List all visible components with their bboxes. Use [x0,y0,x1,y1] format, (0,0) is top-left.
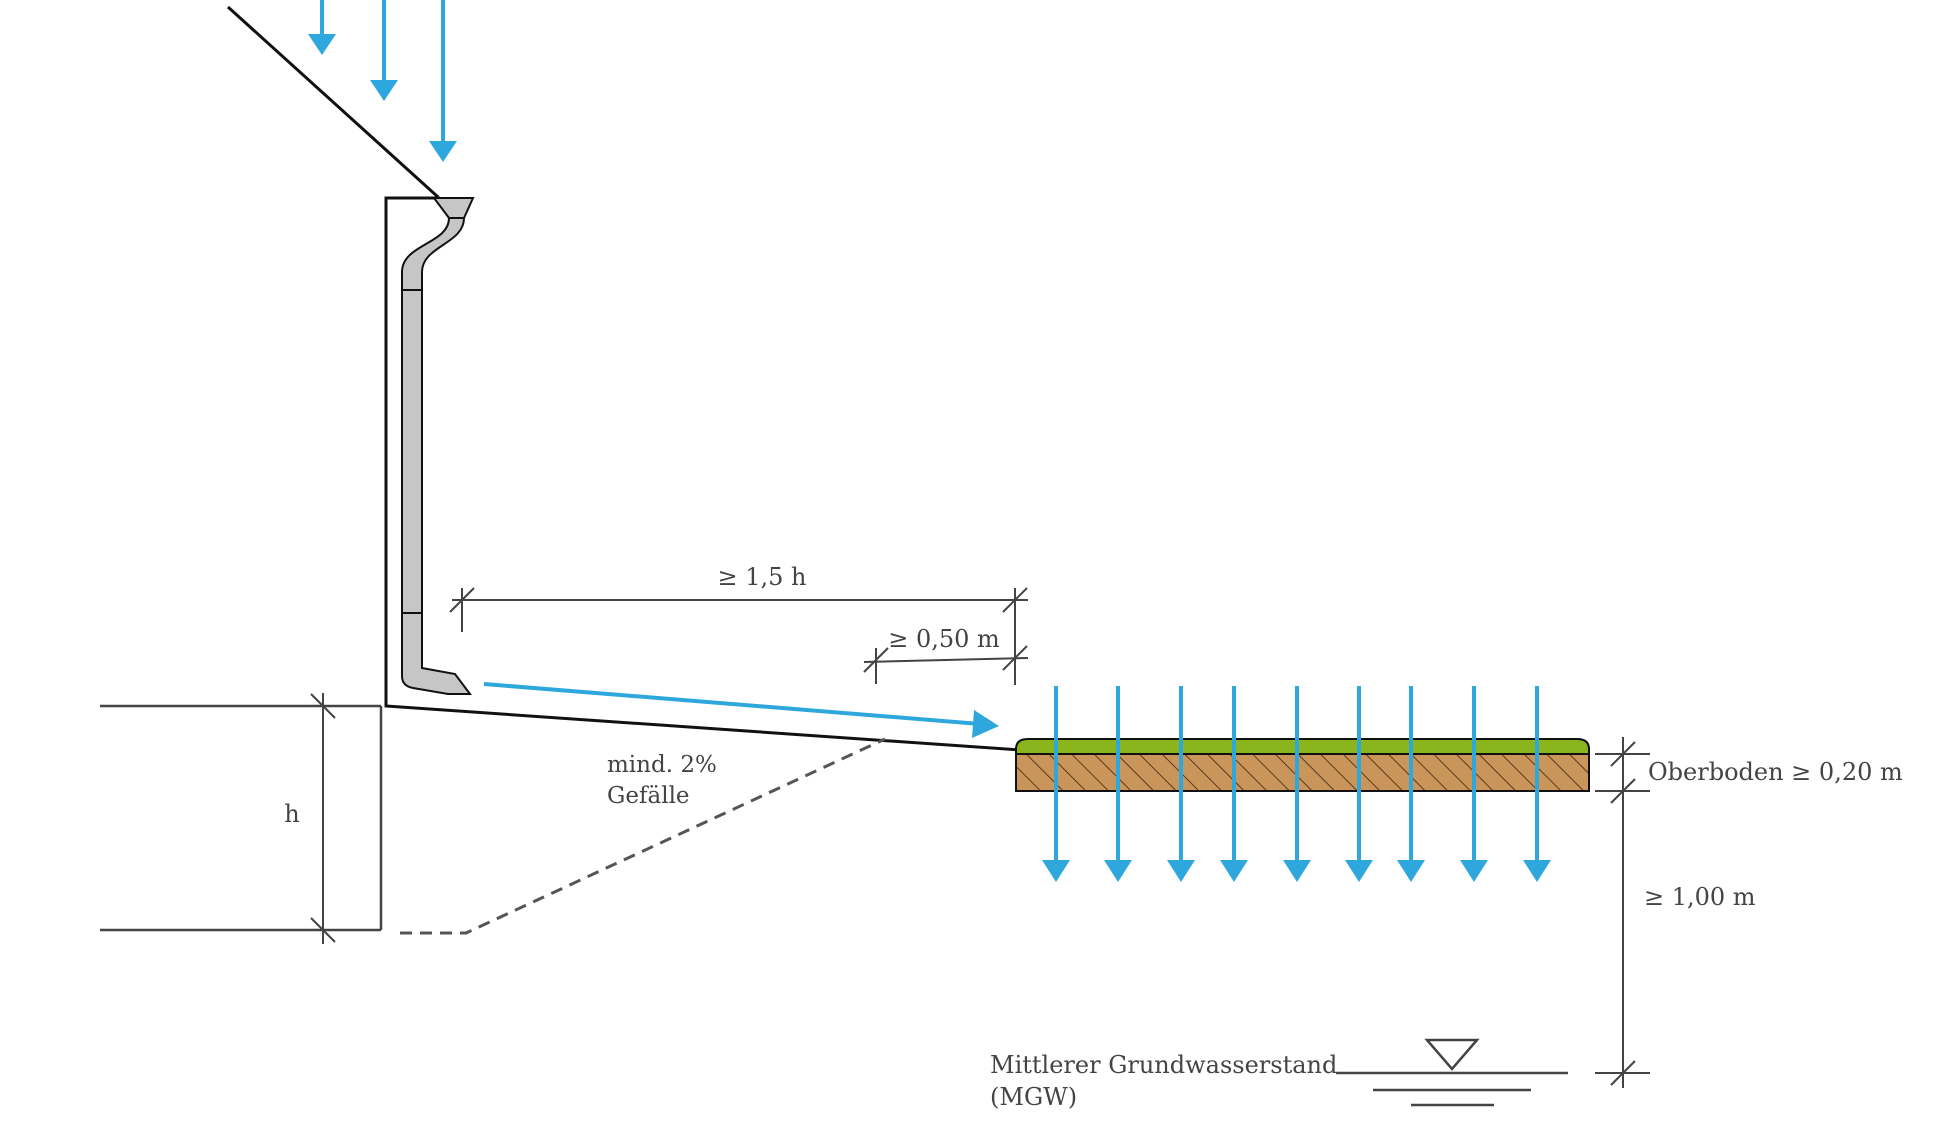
grass-layer [1015,738,1590,755]
infiltration-arrows [1042,686,1551,882]
infiltration-arrow-head [1167,860,1195,882]
slope-label-line2: Gefälle [607,783,690,809]
excavation-dashed-line [400,737,886,935]
basement-outline [100,704,383,932]
distance-label: ≥ 1,5 h [718,563,807,591]
house-wall [384,196,1021,752]
height-label: h [284,800,299,828]
min-distance-dimension [863,645,1029,684]
infiltration-arrow-head [1460,860,1488,882]
groundwater-level-icon [1336,1038,1568,1107]
infiltration-arrow-head [1345,860,1373,882]
groundwater-label-line1: Mittlerer Grundwasserstand [990,1051,1337,1079]
infiltration-arrow-head [1220,860,1248,882]
roof-line [226,5,440,199]
distance-dimension [449,587,1028,685]
infiltration-arrow-head [1523,860,1551,882]
topsoil-label: Oberboden ≥ 0,20 m [1648,758,1903,786]
height-dimension [310,693,336,944]
infiltration-arrow-head [1042,860,1070,882]
slope-label-line1: mind. 2% [607,752,717,778]
infiltration-arrow-head [1283,860,1311,882]
groundwater-depth-dimension [1595,791,1650,1088]
rain-arrows-roof [308,0,457,162]
gutter [432,197,475,219]
infiltration-arrow-head [1104,860,1132,882]
min-distance-label: ≥ 0,50 m [888,625,1000,653]
soil-layer [1015,753,1590,792]
infiltration-arrow-head [1397,860,1425,882]
groundwater-depth-label: ≥ 1,00 m [1644,883,1756,911]
surface-flow-arrow [483,682,999,738]
downpipe [401,217,472,695]
groundwater-label-line2: (MGW) [990,1083,1077,1111]
